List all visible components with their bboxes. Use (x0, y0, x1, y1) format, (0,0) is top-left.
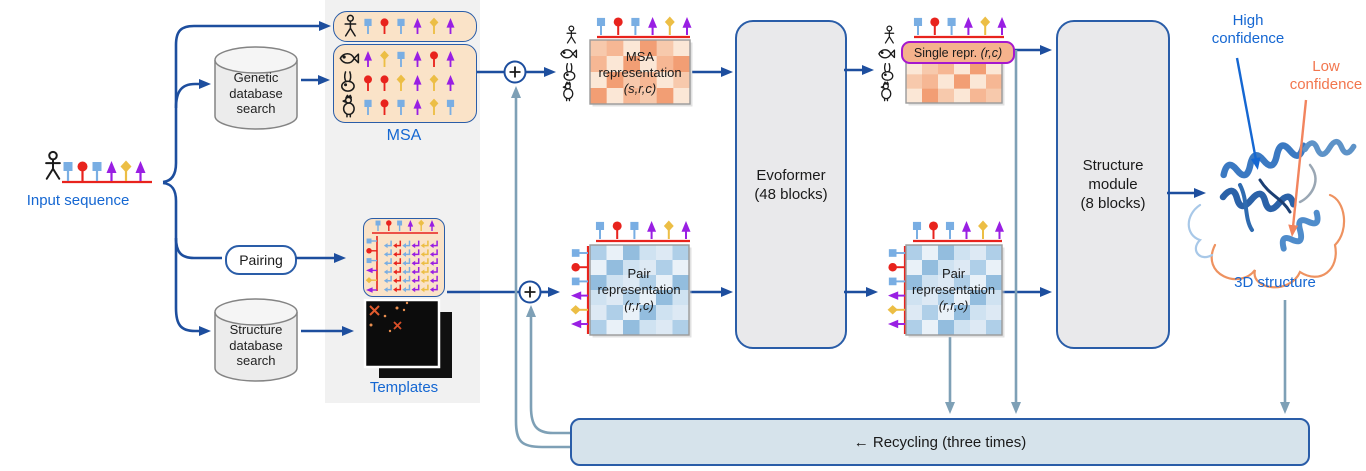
recycle-return-pair (526, 305, 570, 435)
msa-query-row-box (333, 11, 477, 42)
sequence-markers (570, 249, 588, 329)
structure-module-label2: module (1088, 176, 1138, 193)
structure-module-block: Structure module (8 blocks) (1056, 20, 1170, 349)
human-icon (884, 25, 895, 44)
msa-label: MSA (386, 127, 422, 144)
rooster-icon (562, 81, 574, 102)
fish-icon (878, 49, 896, 59)
rabbit-icon (881, 62, 894, 81)
human-icon (45, 150, 61, 180)
input-sequence-label: Input sequence (26, 192, 130, 209)
pair-representation-label: Pair representation (r,r,c) (597, 266, 681, 313)
structure-database-label: Structure database search (229, 322, 283, 368)
3d-structure-label: 3D structure (1234, 274, 1316, 291)
recycling-label: ← Recycling (three times) (853, 433, 1027, 451)
plus-circle-icons (503, 60, 542, 304)
dynamic-markers-and-grids (45, 14, 1007, 338)
evoformer-block: Evoformer (48 blocks) (735, 20, 847, 349)
evoformer-blocks-label: (48 blocks) (754, 185, 828, 203)
pair-representation2-label: Pair representation (r,r,c) (911, 266, 996, 313)
sequence-markers (63, 160, 146, 181)
sequence-markers (887, 249, 905, 329)
msa-alignment-box (333, 44, 477, 123)
arrow-input-to-structure-db (162, 181, 211, 336)
rabbit-icon (563, 62, 576, 81)
pairing-label: Pairing (239, 252, 283, 268)
recycling-bar: ← Recycling (three times) (570, 418, 1310, 466)
high-confidence-arrow (1235, 57, 1261, 170)
rooster-icon (880, 81, 892, 102)
genetic-database-label: Genetic database search (229, 70, 283, 116)
protein-3d-structure (1187, 138, 1357, 289)
high-confidence-label: High confidence (1211, 12, 1285, 47)
templates-label: Templates (369, 379, 439, 396)
representation-grid (905, 59, 1005, 106)
single-repr-highlight: Single repr. (r,c) (901, 41, 1015, 64)
fish-icon (560, 49, 578, 59)
sequence-markers (912, 220, 1004, 239)
structure-module-label: Structure (1082, 157, 1144, 174)
low-confidence-label: Low confidence (1289, 58, 1363, 93)
sequence-markers (596, 16, 692, 35)
sequence-markers (913, 16, 1007, 35)
human-icon (566, 25, 577, 44)
recycle-return-msa (511, 86, 570, 449)
sequence-baselines (62, 35, 1004, 334)
pairing-pill: Pairing (225, 245, 297, 275)
arrow-input-to-pairing (174, 237, 222, 260)
msa-representation-label: MSA representation (s,r,c) (598, 49, 682, 96)
plus-icon (524, 286, 536, 298)
arrow-input-to-genetic-db (174, 79, 211, 109)
structure-module-blocks-label: (8 blocks) (1080, 195, 1146, 212)
sequence-markers (595, 220, 691, 239)
low-confidence-arrow (1288, 99, 1308, 237)
pairing-matrix-box (363, 218, 445, 297)
plus-icon (509, 66, 521, 78)
evoformer-label: Evoformer (756, 166, 826, 184)
